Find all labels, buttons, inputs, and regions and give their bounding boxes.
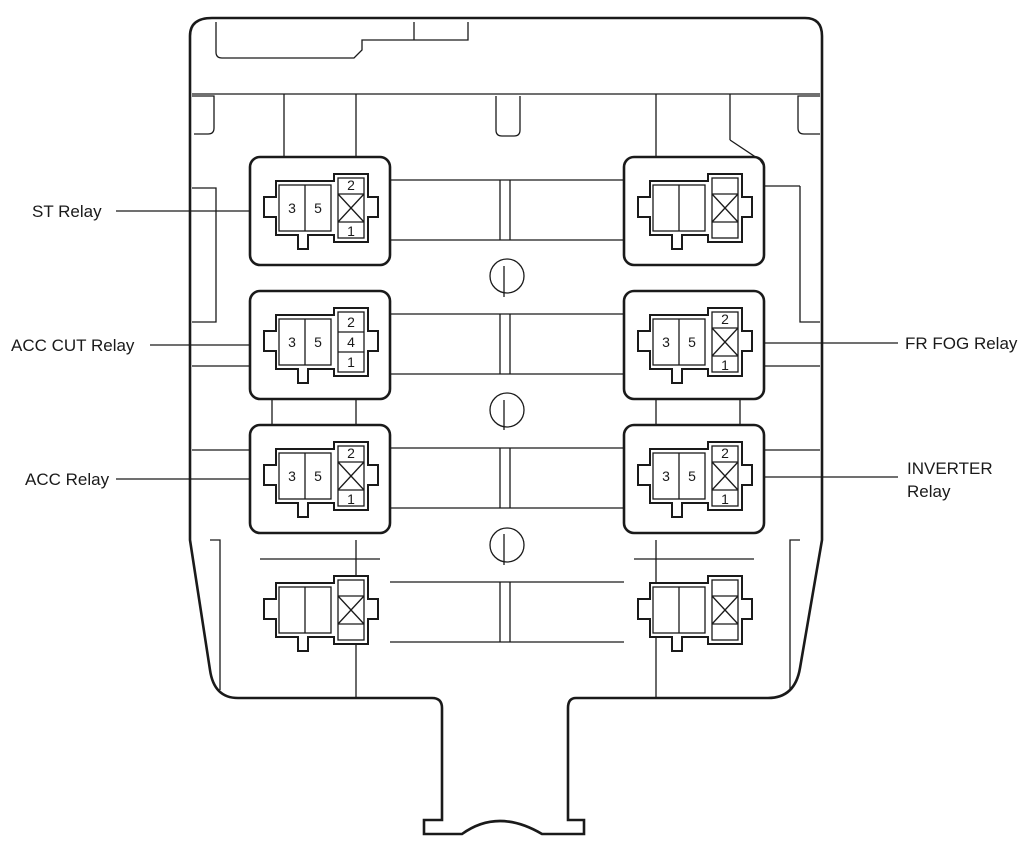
cross-mark (711, 193, 739, 223)
cross-mark (337, 461, 365, 491)
mounting-hole (489, 258, 525, 294)
pin-number: 5 (688, 468, 696, 484)
pin-number: 5 (688, 334, 696, 350)
inverter-relay-label-line1: INVERTER (907, 459, 993, 478)
socket-right-cavity (711, 177, 739, 239)
socket-right-cavity (337, 579, 365, 641)
socket-body (637, 441, 753, 518)
pin-number: 3 (662, 468, 670, 484)
cross-mark (337, 193, 365, 223)
pin-number: 2 (347, 445, 355, 461)
pin-number: 3 (288, 334, 296, 350)
socket-right-cavity (711, 445, 739, 507)
pin-number: 3 (662, 334, 670, 350)
socket-fr-fog-relay: 3 5 2 1 (622, 289, 766, 401)
socket-empty-right-bot (634, 558, 754, 652)
socket-frame (622, 155, 766, 267)
socket-right-cavity (711, 579, 739, 641)
socket-body (637, 307, 753, 384)
inverter-relay-label-line2: Relay (907, 482, 951, 501)
pin-number: 1 (347, 491, 355, 507)
socket-acc-cut-relay: 3 5 2 4 1 (248, 289, 392, 401)
socket-body (263, 575, 379, 652)
socket-empty-right-top (622, 155, 766, 267)
st-relay-label: ST Relay (32, 202, 102, 221)
socket-right-cavity (337, 177, 365, 239)
pin-number: 3 (288, 200, 296, 216)
pin-number: 1 (721, 357, 729, 373)
pin-number: 4 (347, 334, 355, 350)
acc-cut-relay-label: ACC CUT Relay (11, 336, 135, 355)
socket-body (637, 173, 753, 250)
center-rails (192, 179, 820, 643)
socket-body (637, 575, 753, 652)
pin-number: 3 (288, 468, 296, 484)
socket-body (263, 307, 379, 384)
socket-body (263, 441, 379, 518)
pin-number: 5 (314, 334, 322, 350)
socket-st-relay: 3 5 2 1 (248, 155, 392, 267)
acc-relay-label: ACC Relay (25, 470, 110, 489)
pin-number: 2 (721, 311, 729, 327)
socket-frame (622, 289, 766, 401)
pin-number: 2 (347, 314, 355, 330)
socket-right-cavity (337, 445, 365, 507)
pin-number: 2 (347, 177, 355, 193)
pin-number: 1 (347, 223, 355, 239)
pin-number: 1 (721, 491, 729, 507)
mounting-hole (489, 527, 525, 563)
leader-lines (116, 210, 898, 480)
pin-number: 5 (314, 200, 322, 216)
socket-acc-relay: 3 5 2 1 (248, 423, 392, 535)
socket-right-cavity (711, 311, 739, 373)
socket-right-cavity (337, 311, 365, 373)
pin-number: 2 (721, 445, 729, 461)
fr-fog-relay-label: FR FOG Relay (905, 334, 1018, 353)
socket-empty-left (260, 558, 380, 652)
cross-mark (337, 595, 365, 625)
pin-number: 5 (314, 468, 322, 484)
cross-mark (711, 327, 739, 357)
cross-mark (711, 461, 739, 491)
socket-inverter-relay: 3 5 2 1 (622, 423, 766, 535)
mounting-hole (489, 392, 525, 428)
socket-frame (622, 423, 766, 535)
cross-mark (711, 595, 739, 625)
socket-body (263, 173, 379, 250)
pin-number: 1 (347, 354, 355, 370)
